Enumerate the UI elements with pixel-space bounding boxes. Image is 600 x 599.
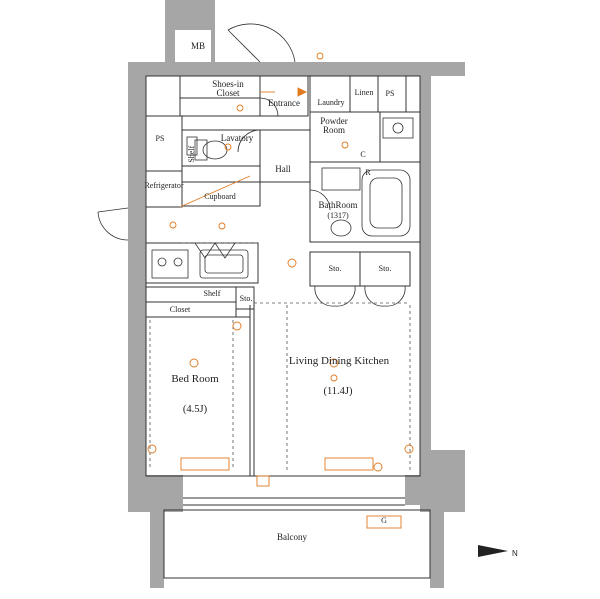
label-shelf-vertical: Shelf (186, 145, 196, 163)
label-sto-1: Sto. (328, 264, 342, 273)
label-bathroom-size: (1317) (327, 211, 349, 220)
label-hall: Hall (275, 164, 291, 174)
label-refrigerator: Refrigerator (144, 181, 184, 190)
label-c: C (360, 150, 366, 159)
label-ldk-area: (11.4J) (323, 386, 353, 397)
label-bathroom: BathRoom (318, 200, 358, 210)
label-ps-left: PS (155, 134, 165, 143)
label-sto-2: Sto. (378, 264, 392, 273)
label-entrance: Entrance (268, 98, 300, 108)
label-powder-room: Powder Room (320, 116, 348, 136)
label-r: R (365, 168, 371, 177)
label-closet: Closet (169, 305, 191, 314)
electrical-symbols (147, 52, 414, 529)
bathtub-icon (361, 169, 411, 237)
label-cupboard: Cupboard (204, 192, 236, 201)
north-arrow-icon: N (478, 545, 518, 558)
sink-icon (199, 249, 249, 279)
label-shelf: Shelf (203, 289, 221, 298)
label-linen: Linen (354, 88, 374, 97)
fixtures (151, 117, 414, 279)
label-ps-right: PS (385, 89, 395, 98)
label-balcony: Balcony (277, 532, 307, 542)
powder-basin-icon (382, 117, 414, 139)
structural-walls (128, 0, 465, 588)
interior-walls (145, 75, 431, 579)
washbasin-icon (321, 167, 361, 237)
stove-icon (151, 249, 189, 279)
label-g: G (381, 516, 387, 525)
label-bedroom: Bed Room (171, 373, 219, 385)
svg-text:N: N (512, 549, 518, 558)
label-sto-3: Sto. (239, 294, 253, 303)
label-laundry: Laundry (317, 98, 345, 107)
label-lavatory: Lavatory (220, 133, 254, 143)
label-ldk: Living Dining Kitchen (288, 355, 390, 367)
label-shoes-closet: Shoes-in Closet (212, 79, 244, 99)
doors (97, 23, 406, 307)
label-bedroom-area: (4.5J) (182, 404, 208, 415)
label-mb: MB (190, 41, 205, 51)
